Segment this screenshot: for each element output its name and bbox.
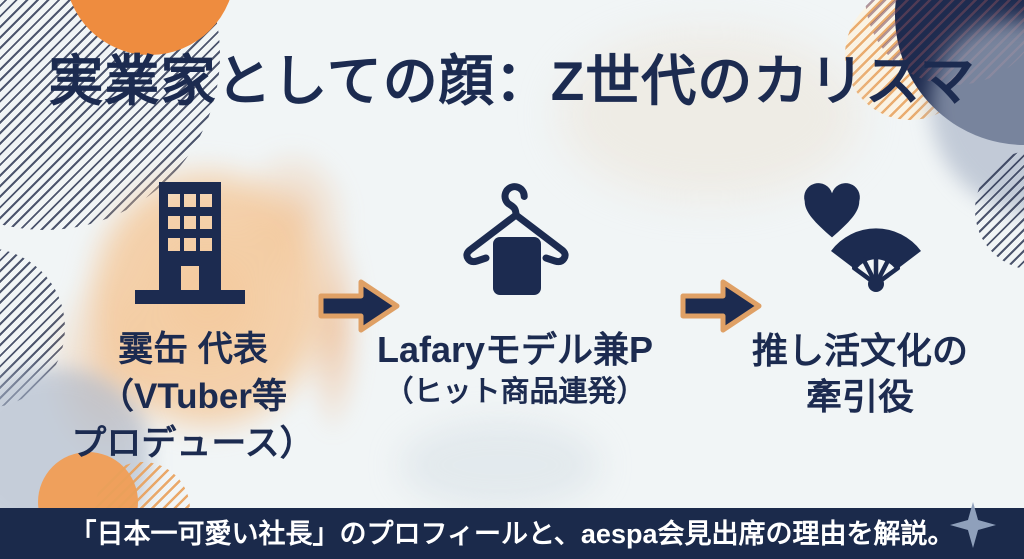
- background-wash: [560, 30, 860, 200]
- footer-bar: 「日本一可愛い社長」のプロフィールと、aespa会見出席の理由を解説。: [0, 508, 1024, 559]
- background-wash: [400, 420, 600, 510]
- step-2-caption: Lafaryモデル兼P （ヒット商品連発）: [355, 328, 675, 412]
- step-3-line-2: 牽引役: [805, 376, 914, 417]
- heart-fan-icon: [793, 178, 933, 303]
- step-3-caption: 推し活文化の 牽引役: [710, 328, 1010, 420]
- arrow-right-icon: [678, 275, 764, 337]
- step-1-caption: 霙缶 代表 （VTuber等 プロデュース）: [35, 326, 351, 467]
- step-1-line-2: （VTuber等: [99, 377, 287, 416]
- step-2-line-1: Lafaryモデル兼P: [376, 329, 654, 370]
- page-title: 実業家としての顔：Z世代のカリスマ: [48, 50, 976, 112]
- step-3-line-1: 推し活文化の: [751, 330, 968, 371]
- arrow-right-icon: [316, 275, 402, 337]
- building-icon: [135, 182, 245, 304]
- step-2-line-2: （ヒット商品連発）: [384, 376, 646, 408]
- footer-text: 「日本一可愛い社長」のプロフィールと、aespa会見出席の理由を解説。: [69, 519, 955, 549]
- step-1-line-3: プロデュース）: [71, 424, 315, 463]
- step-1-line-1: 霙缶 代表: [118, 330, 268, 369]
- hanger-icon: [458, 182, 574, 308]
